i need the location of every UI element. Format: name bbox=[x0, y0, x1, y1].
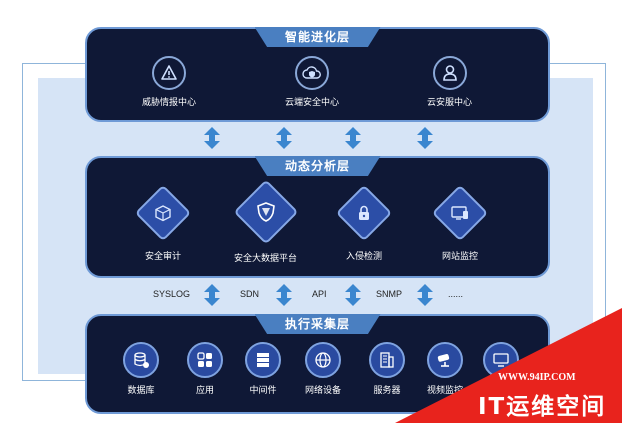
double-arrow-icon bbox=[204, 284, 220, 306]
item-label: 云端安全中心 bbox=[285, 98, 340, 108]
watermark-url: WWW.94IP.COM bbox=[498, 372, 576, 383]
protocol-label: ...... bbox=[448, 289, 464, 299]
protocol-label: SDN bbox=[240, 289, 260, 299]
layer-intelligent-evolution: 智能进化层 威胁情报中心 云端安全中心 云安服中心 bbox=[85, 27, 550, 122]
item-label: 安全大数据平台 bbox=[234, 254, 298, 264]
item-video-surveillance: 视频监控 bbox=[427, 342, 463, 396]
user-icon bbox=[432, 56, 467, 90]
item-label: 安全审计 bbox=[144, 252, 181, 262]
double-arrow-icon bbox=[345, 284, 361, 306]
item-middleware: 中间件 bbox=[245, 342, 281, 396]
double-arrow-icon bbox=[204, 127, 220, 149]
item-intrusion-detection: 入侵检测 bbox=[335, 184, 393, 262]
database-icon bbox=[123, 342, 159, 378]
layer-title: 执行采集层 bbox=[254, 314, 381, 334]
camera-icon bbox=[427, 342, 463, 378]
item-label: 网络设备 bbox=[305, 386, 342, 396]
watermark-banner bbox=[395, 308, 622, 423]
middleware-icon bbox=[245, 342, 281, 378]
item-label: 视频监控 bbox=[427, 386, 464, 396]
protocol-label: API bbox=[312, 289, 327, 299]
item-label: 应用 bbox=[195, 386, 214, 396]
item-label: 云安服中心 bbox=[427, 98, 473, 108]
shield-logo-icon bbox=[232, 179, 299, 245]
item-website-monitor: 网站监控 bbox=[431, 184, 489, 262]
double-arrow-icon bbox=[276, 284, 292, 306]
item-server: 服务器 bbox=[369, 342, 405, 396]
double-arrow-icon bbox=[345, 127, 361, 149]
lock-icon bbox=[335, 184, 393, 242]
item-big-data-platform: 安全大数据平台 bbox=[232, 179, 299, 264]
warning-icon bbox=[152, 56, 186, 90]
globe-icon bbox=[305, 342, 341, 378]
layer-execution-collection: 执行采集层 数据库 应用 中间件 网络设备 服务器 视频监控 bbox=[85, 314, 550, 414]
layer-title: 智能进化层 bbox=[254, 27, 381, 47]
protocol-label: SYSLOG bbox=[153, 289, 191, 299]
item-label: 威胁情报中心 bbox=[142, 98, 197, 108]
box-icon bbox=[134, 184, 192, 242]
layer-title: 动态分析层 bbox=[254, 156, 381, 176]
item-application: 应用 bbox=[187, 342, 223, 396]
server-icon bbox=[369, 342, 405, 378]
watermark-title: IT运维空间 bbox=[478, 394, 607, 420]
monitor-icon bbox=[431, 184, 489, 242]
item-label: 网站监控 bbox=[441, 252, 478, 262]
item-label: 中间件 bbox=[249, 386, 277, 396]
item-cloud-security: 云端安全中心 bbox=[285, 56, 339, 108]
item-database: 数据库 bbox=[123, 342, 159, 396]
double-arrow-icon bbox=[417, 284, 433, 306]
item-label: 数据库 bbox=[127, 386, 155, 396]
item-threat-intel: 威胁情报中心 bbox=[142, 56, 196, 108]
apps-icon bbox=[187, 342, 223, 378]
item-network-device: 网络设备 bbox=[305, 342, 341, 396]
double-arrow-icon bbox=[417, 127, 433, 149]
layer-dynamic-analysis: 动态分析层 安全审计 安全大数据平台 入侵检测 网站监控 bbox=[85, 156, 550, 278]
protocol-label: SNMP bbox=[376, 289, 403, 299]
cloud-shield-icon bbox=[295, 56, 329, 90]
item-label: 入侵检测 bbox=[345, 252, 382, 262]
item-cloud-service: 云安服中心 bbox=[427, 56, 472, 108]
item-security-audit: 安全审计 bbox=[134, 184, 192, 262]
double-arrow-icon bbox=[276, 127, 292, 149]
item-label: 服务器 bbox=[373, 386, 401, 396]
